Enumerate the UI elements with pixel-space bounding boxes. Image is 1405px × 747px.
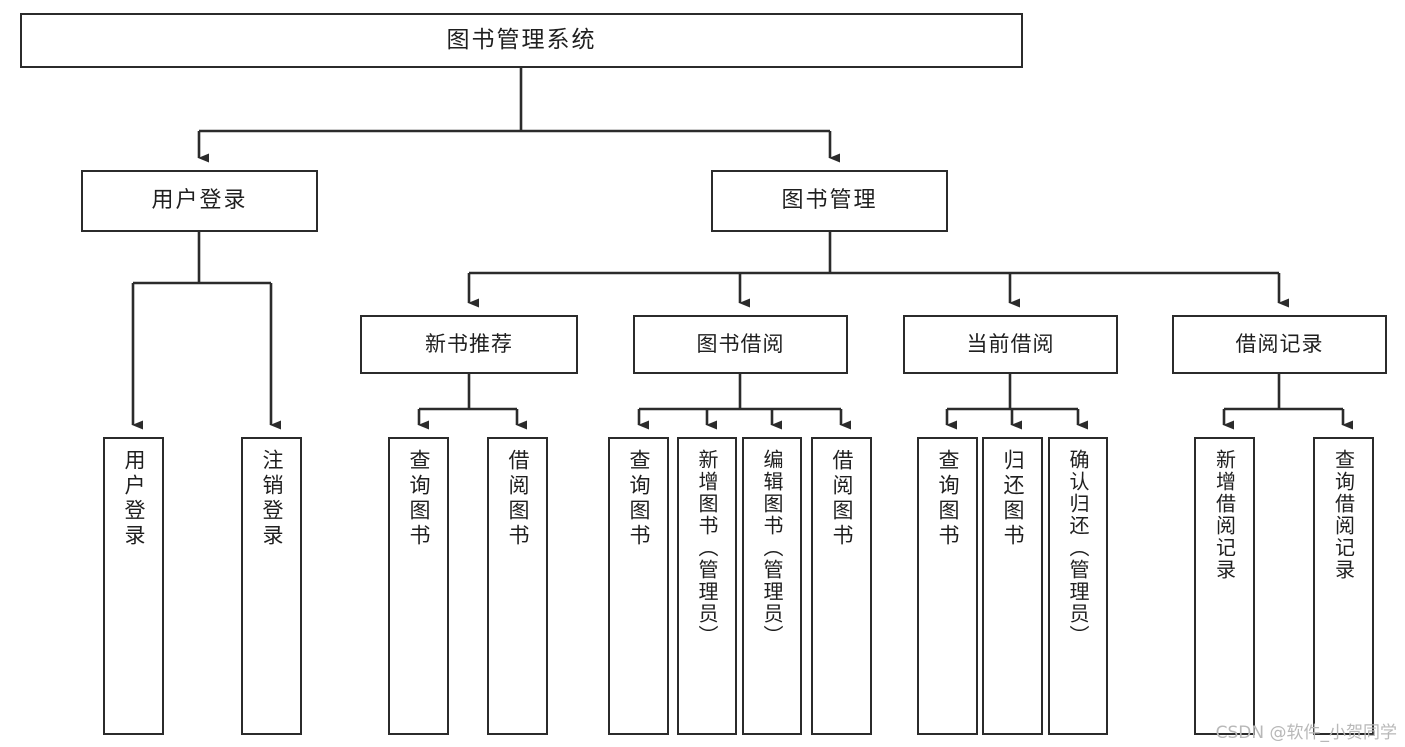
node-label: 查询图书 xyxy=(407,449,431,549)
node-label: 借阅记录 xyxy=(1235,332,1324,357)
node-label: 用户登录 xyxy=(122,449,146,549)
node-root-book-management-system[interactable]: 图书管理系统 xyxy=(20,13,1023,68)
node-new-book-recommend[interactable]: 新书推荐 xyxy=(360,315,578,374)
node-label: 图书借阅 xyxy=(696,332,785,357)
node-label: 确认归还（管理员） xyxy=(1066,449,1090,647)
node-label: 借阅图书 xyxy=(506,449,530,549)
node-label: 查询图书 xyxy=(627,449,651,549)
leaf-book-borrow-query-book[interactable]: 查询图书 xyxy=(608,437,669,735)
node-label: 图书管理系统 xyxy=(446,27,597,54)
node-label: 用户登录 xyxy=(151,188,248,214)
leaf-borrow-record-add-record[interactable]: 新增借阅记录 xyxy=(1194,437,1255,735)
leaf-new-book-borrow-book[interactable]: 借阅图书 xyxy=(487,437,548,735)
leaf-borrow-record-query-record[interactable]: 查询借阅记录 xyxy=(1313,437,1374,735)
leaf-book-borrow-add-book-admin[interactable]: 新增图书（管理员） xyxy=(677,437,737,735)
leaf-user-login-logout[interactable]: 注销登录 xyxy=(241,437,302,735)
leaf-current-borrow-confirm-return-admin[interactable]: 确认归还（管理员） xyxy=(1048,437,1108,735)
node-label: 归还图书 xyxy=(1001,449,1025,549)
node-user-login[interactable]: 用户登录 xyxy=(81,170,318,232)
node-label: 查询图书 xyxy=(936,449,960,549)
node-label: 新增借阅记录 xyxy=(1212,449,1237,581)
node-label: 借阅图书 xyxy=(830,449,854,549)
node-current-borrow[interactable]: 当前借阅 xyxy=(903,315,1118,374)
node-label: 新书推荐 xyxy=(425,332,513,357)
leaf-current-borrow-query-book[interactable]: 查询图书 xyxy=(917,437,978,735)
leaf-current-borrow-return-book[interactable]: 归还图书 xyxy=(982,437,1043,735)
node-label: 查询借阅记录 xyxy=(1331,449,1356,581)
leaf-book-borrow-edit-book-admin[interactable]: 编辑图书（管理员） xyxy=(742,437,802,735)
node-borrow-record[interactable]: 借阅记录 xyxy=(1172,315,1387,374)
csdn-watermark: CSDN @软件_小贺同学 xyxy=(1215,723,1397,743)
node-label: 当前借阅 xyxy=(966,332,1055,357)
node-label: 编辑图书（管理员） xyxy=(760,449,784,647)
leaf-user-login-login[interactable]: 用户登录 xyxy=(103,437,164,735)
node-book-management[interactable]: 图书管理 xyxy=(711,170,948,232)
node-book-borrow[interactable]: 图书借阅 xyxy=(633,315,848,374)
node-label: 注销登录 xyxy=(260,449,284,549)
node-label: 图书管理 xyxy=(781,188,878,214)
node-label: 新增图书（管理员） xyxy=(695,449,719,647)
leaf-new-book-query-book[interactable]: 查询图书 xyxy=(388,437,449,735)
leaf-book-borrow-borrow-book[interactable]: 借阅图书 xyxy=(811,437,872,735)
